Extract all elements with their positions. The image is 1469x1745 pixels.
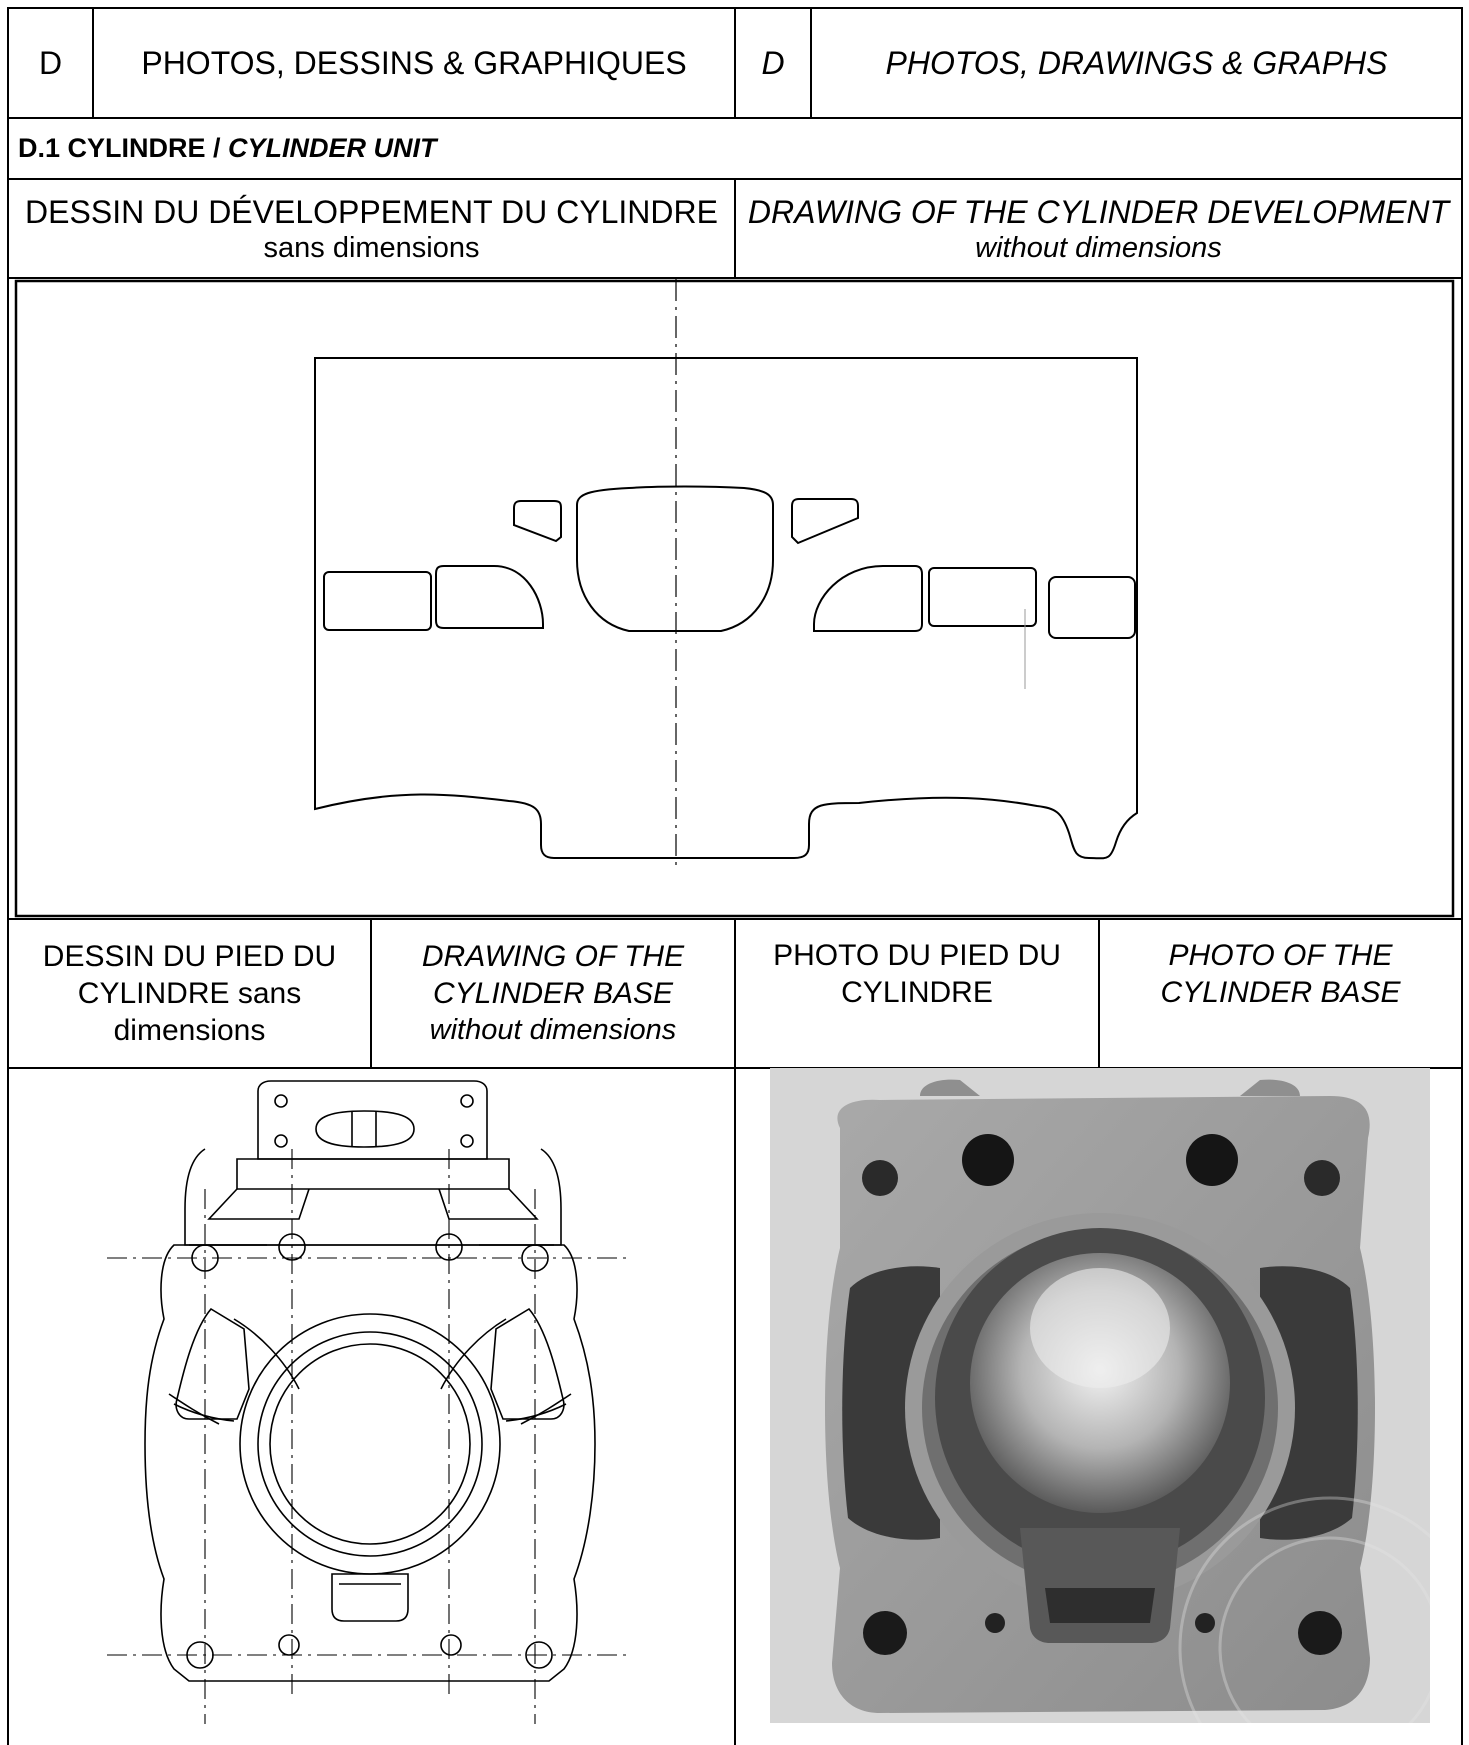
base-drawing-label-fr: DESSIN DU PIED DU CYLINDRE sans dimensio…: [9, 920, 370, 1067]
divider-header-mid: [734, 7, 736, 118]
divider-base-1: [370, 918, 372, 1068]
divider-base-mid: [734, 918, 736, 1745]
header-title-fr: PHOTOS, DESSINS & GRAPHIQUES: [141, 44, 687, 81]
section-heading: D.1 CYLINDRE / CYLINDER UNIT: [18, 119, 437, 178]
rule-after-dev-label: [7, 277, 1463, 279]
base-drawing-fr-line2: CYLINDRE sans: [77, 977, 302, 1010]
divider-base-3: [1098, 918, 1100, 1068]
development-label-en: DRAWING OF THE CYLINDER DEVELOPMENT with…: [736, 180, 1461, 277]
base-photo-en-line2: CYLINDER BASE: [1160, 975, 1401, 1009]
border-right: [1461, 7, 1463, 1745]
section-name-en: CYLINDER UNIT: [228, 133, 437, 163]
development-title-fr: DESSIN DU DÉVELOPPEMENT DU CYLINDRE: [25, 193, 718, 230]
divider-dev-label: [734, 178, 736, 278]
development-subtitle-fr: sans dimensions: [263, 231, 480, 264]
header-code-en: D: [761, 44, 785, 81]
base-photo-fr-line2: CYLINDRE: [841, 975, 993, 1009]
border-left: [7, 7, 9, 1745]
base-drawing-en-line2: CYLINDER BASE: [432, 977, 674, 1010]
divider-header-3: [810, 7, 812, 118]
base-drawing-label-en: DRAWING OF THE CYLINDER BASE without dim…: [372, 920, 734, 1067]
section-number: D.1 CYLINDRE /: [18, 133, 229, 163]
base-drawing-fr-line3: dimensions: [113, 1014, 266, 1047]
development-subtitle-en: without dimensions: [975, 231, 1222, 264]
base-photo-label-en: PHOTO OF THE CYLINDER BASE: [1100, 920, 1461, 1027]
base-drawing-fr-line1: DESSIN DU PIED DU: [42, 940, 337, 973]
development-label-fr: DESSIN DU DÉVELOPPEMENT DU CYLINDRE sans…: [9, 180, 734, 277]
base-drawing-en-line1: DRAWING OF THE: [421, 940, 685, 973]
base-photo-en-line1: PHOTO OF THE: [1168, 938, 1393, 972]
cylinder-base-photo: [770, 1068, 1430, 1723]
base-drawing-en-line3: without dimensions: [429, 1014, 677, 1046]
cylinder-development-drawing: [14, 279, 1455, 918]
base-photo-fr-line1: PHOTO DU PIED DU: [773, 938, 1061, 972]
header-title-en: PHOTOS, DRAWINGS & GRAPHS: [885, 44, 1388, 81]
base-photo-label-fr: PHOTO DU PIED DU CYLINDRE: [736, 920, 1098, 1027]
divider-header-1: [92, 7, 94, 118]
rule-after-header: [7, 117, 1463, 119]
header-code-fr: D: [38, 44, 63, 81]
cylinder-base-drawing: [107, 1080, 629, 1724]
development-title-en: DRAWING OF THE CYLINDER DEVELOPMENT: [747, 193, 1450, 230]
